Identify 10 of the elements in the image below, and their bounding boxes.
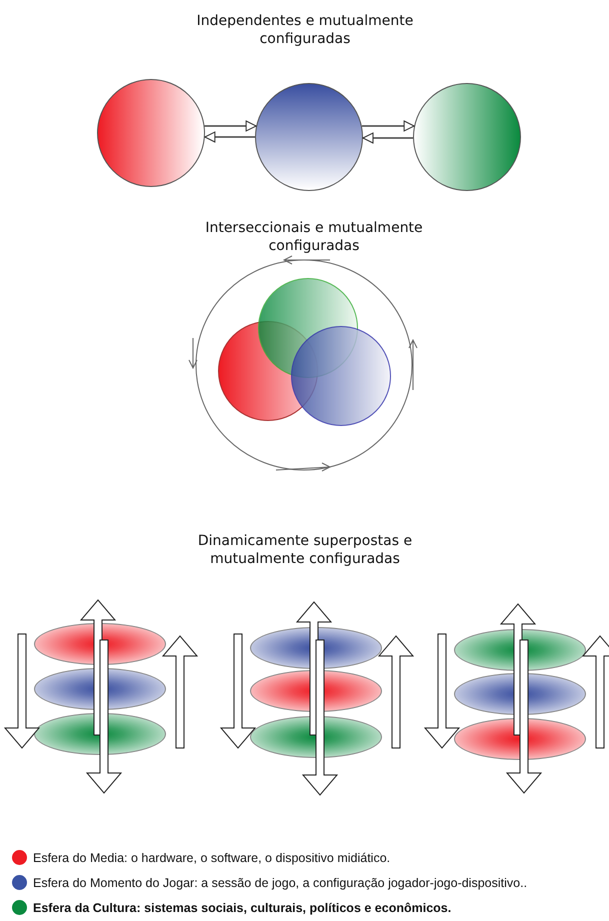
arrow xyxy=(204,132,255,142)
section-heading: Interseccionais e mutualmente configuradas xyxy=(204,219,424,255)
arrow xyxy=(362,120,415,132)
legend-text: Esfera do Momento do Jogar: a sessão de jogo, a configuração jogador-jogo-dispositivo.. xyxy=(33,876,528,890)
arrow xyxy=(362,132,413,144)
section-heading: Dinamicamente superpostas e mutualmente configuradas xyxy=(196,532,414,568)
legend-text: Esfera do Media: o hardware, o software, o dispositivo midiático. xyxy=(33,850,390,864)
legend-text: Esfera da Cultura: sistemas sociais, culturais, políticos e econômicos. xyxy=(33,900,452,914)
section-heading: Independentes e mutualmente configuradas xyxy=(196,12,414,48)
arrow xyxy=(204,120,257,132)
